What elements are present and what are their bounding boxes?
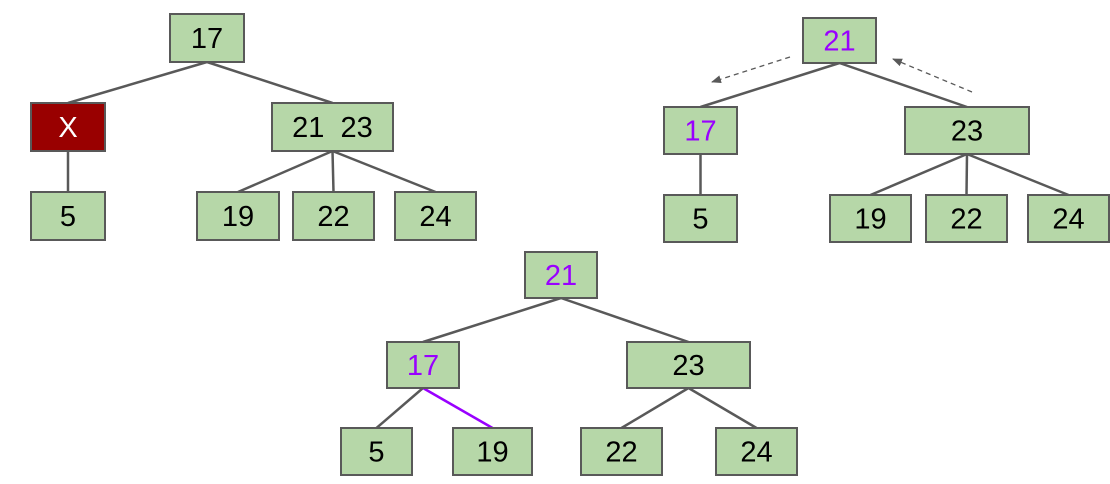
rotation-arrow-to-left-child xyxy=(711,56,791,84)
tree-node: 23 xyxy=(904,106,1030,155)
tree-node: 19 xyxy=(452,427,533,476)
tree-node: 17 xyxy=(386,341,460,389)
node-label: 24 xyxy=(419,201,451,233)
edge-21-to-23 xyxy=(839,61,968,109)
node-label: 24 xyxy=(740,437,772,469)
node-box xyxy=(394,191,477,241)
node-label: 21 xyxy=(545,260,577,292)
tree-node: 22 xyxy=(292,191,375,241)
edge-21-23-to-24 xyxy=(332,149,436,194)
node-box xyxy=(715,427,798,476)
node-label: 21 23 xyxy=(292,112,373,144)
tree-node: 23 xyxy=(626,341,751,389)
node-label: 17 xyxy=(407,350,439,382)
edge-21-to-17 xyxy=(422,296,562,344)
tree-node: 24 xyxy=(394,191,477,241)
node-box xyxy=(904,106,1030,155)
tree-node: 5 xyxy=(30,191,106,241)
tree-node: 5 xyxy=(663,194,738,243)
node-box xyxy=(829,194,912,243)
edge-21-to-17 xyxy=(700,61,840,109)
edge-23-to-19 xyxy=(870,152,968,197)
node-box xyxy=(663,194,738,243)
node-label: 22 xyxy=(605,437,637,469)
edge-17-to-21-23 xyxy=(206,60,333,105)
edge-17-to-X xyxy=(67,60,208,105)
tree-node: 22 xyxy=(925,194,1008,243)
node-box xyxy=(580,427,663,476)
tree-node: 17 xyxy=(169,13,245,63)
node-box xyxy=(925,194,1008,243)
node-box xyxy=(169,13,245,63)
edge-17-to-5 xyxy=(375,387,424,429)
tree-node: 22 xyxy=(580,427,663,476)
edge-23-to-24 xyxy=(687,386,758,430)
tree-node: 24 xyxy=(715,427,798,476)
tree-node: 17 xyxy=(663,106,738,155)
node-box xyxy=(30,191,106,241)
tree-node: 5 xyxy=(340,427,413,476)
edge-17-to-19 xyxy=(422,386,494,430)
node-box xyxy=(292,191,375,241)
node-label: 5 xyxy=(60,201,76,233)
edge-21-23-to-19 xyxy=(237,149,333,194)
tree-node: X xyxy=(30,102,106,152)
tree-node: 24 xyxy=(1027,194,1110,243)
node-label: 24 xyxy=(1052,204,1084,236)
node-box xyxy=(30,102,106,152)
node-label: 22 xyxy=(317,201,349,233)
node-box xyxy=(196,191,280,241)
node-label: 23 xyxy=(951,116,983,148)
node-box xyxy=(802,17,877,64)
tree-node: 19 xyxy=(196,191,280,241)
tree-during-rotation: 21 17 23 5 19 22 24 xyxy=(663,17,1110,243)
tree-after-rotation: 21 17 23 5 19 22 24 xyxy=(340,251,798,476)
edge-23-to-24 xyxy=(966,152,1069,197)
node-label: X xyxy=(58,112,77,144)
node-label: 17 xyxy=(684,116,716,148)
node-box xyxy=(663,106,738,155)
node-label: 5 xyxy=(368,437,384,469)
node-label: 17 xyxy=(191,23,223,55)
tree-node: 21 xyxy=(524,251,598,299)
node-box xyxy=(271,102,394,152)
edge-21-23-to-22 xyxy=(331,150,335,193)
node-box xyxy=(340,427,413,476)
tree-node: 21 23 xyxy=(271,102,394,152)
node-label: 22 xyxy=(950,204,982,236)
node-label: 19 xyxy=(222,201,254,233)
tree-node: 21 xyxy=(802,17,877,64)
node-label: 23 xyxy=(672,350,704,382)
edge-23-to-22 xyxy=(965,153,969,196)
node-box xyxy=(386,341,460,389)
rotation-arrow-to-root xyxy=(892,58,973,93)
node-box xyxy=(1027,194,1110,243)
node-label: 21 xyxy=(823,26,855,58)
edge-21-to-23 xyxy=(560,296,689,344)
node-label: 5 xyxy=(692,204,708,236)
edge-23-to-22 xyxy=(620,386,690,430)
node-label: 19 xyxy=(854,204,886,236)
node-box xyxy=(626,341,751,389)
node-box xyxy=(452,427,533,476)
node-box xyxy=(524,251,598,299)
node-label: 19 xyxy=(476,437,508,469)
tree-before-delete: 17X 21 23 5 19 22 24 xyxy=(30,13,477,241)
tree-node: 19 xyxy=(829,194,912,243)
